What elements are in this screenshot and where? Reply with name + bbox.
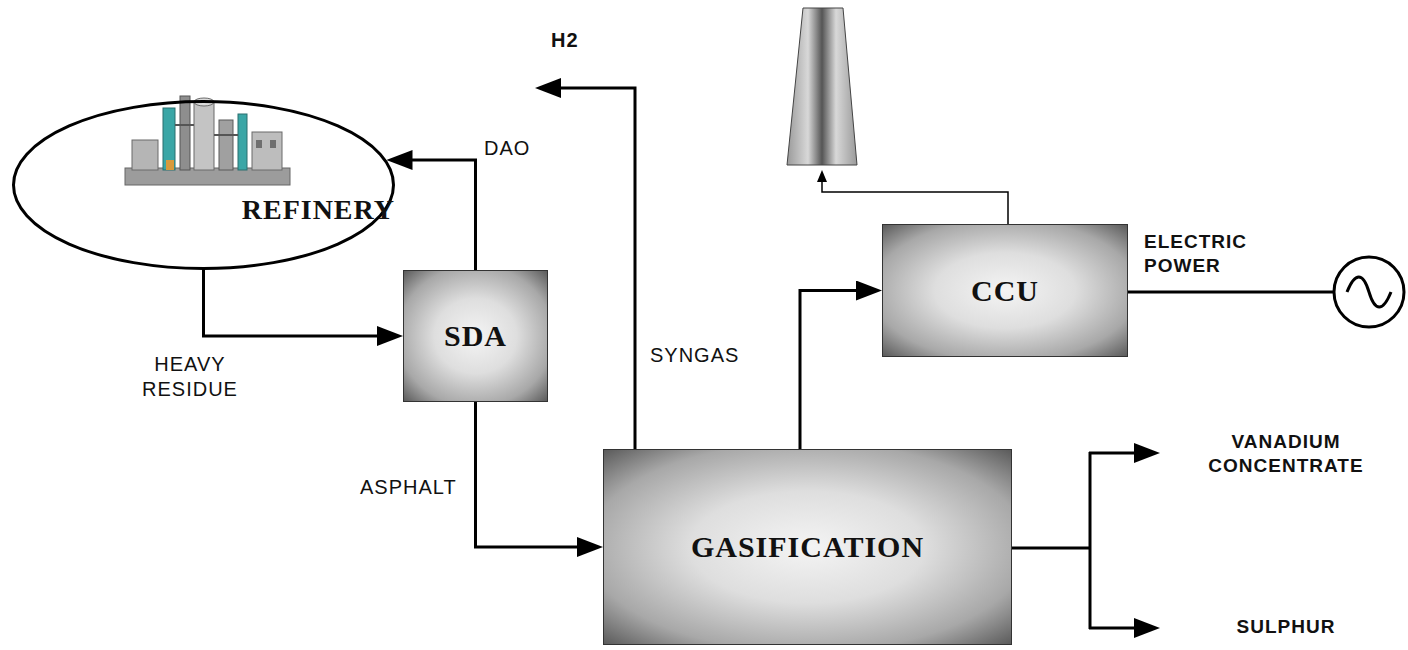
vanadium-arrow — [1089, 452, 1152, 455]
sine-wave — [1347, 277, 1391, 307]
refinery-column — [180, 96, 190, 170]
ellipse-shape — [14, 102, 394, 269]
ellipse-outline — [12, 100, 395, 270]
flow-arrow — [800, 291, 874, 450]
byproduct-line — [1012, 547, 1090, 550]
process-box: GASIFICATION — [603, 449, 1012, 645]
stream-label: ELECTRIC POWER — [1142, 230, 1316, 278]
refinery-base — [125, 168, 290, 185]
process-box: SDA — [403, 270, 548, 402]
stream-label: H2 — [549, 28, 581, 53]
refinery-column — [194, 102, 214, 170]
refinery-building — [252, 132, 282, 170]
node-label: CCU — [971, 274, 1039, 308]
generator-symbol — [1334, 257, 1404, 327]
flow-arrow — [204, 270, 396, 336]
refinery-pipe — [214, 134, 238, 136]
exhaust-line — [822, 174, 1008, 224]
byproduct-line — [1089, 452, 1092, 629]
refinery-pipe — [175, 124, 194, 126]
refinery-illustration — [125, 96, 290, 185]
flow-label: ASPHALT — [358, 475, 459, 500]
flow-arrow — [395, 160, 476, 270]
refinery-column — [238, 114, 247, 170]
refinery-column — [219, 120, 233, 170]
refinery-detail — [166, 160, 174, 170]
refinery-ellipse: REFINERY — [12, 100, 395, 270]
node-label: GASIFICATION — [691, 530, 924, 564]
flow-arrow — [476, 402, 596, 547]
h2-line — [543, 88, 635, 449]
refinery-window — [256, 140, 262, 148]
refinery-column — [163, 108, 175, 170]
node-label: REFINERY — [242, 194, 395, 226]
node-label: SDA — [444, 319, 507, 353]
refinery-tank — [132, 140, 158, 170]
stream-label: SYNGAS — [648, 343, 741, 368]
sulphur-arrow — [1089, 627, 1152, 630]
flow-label: DAO — [482, 136, 532, 161]
power-line — [1128, 291, 1334, 294]
stack-symbol — [787, 8, 857, 165]
stream-label: VANADIUM CONCENTRATE — [1170, 430, 1402, 478]
process-box: CCU — [882, 224, 1128, 357]
stream-label: SULPHUR — [1198, 615, 1374, 639]
flow-label: HEAVY RESIDUE — [116, 352, 264, 402]
refinery-window — [270, 140, 276, 148]
